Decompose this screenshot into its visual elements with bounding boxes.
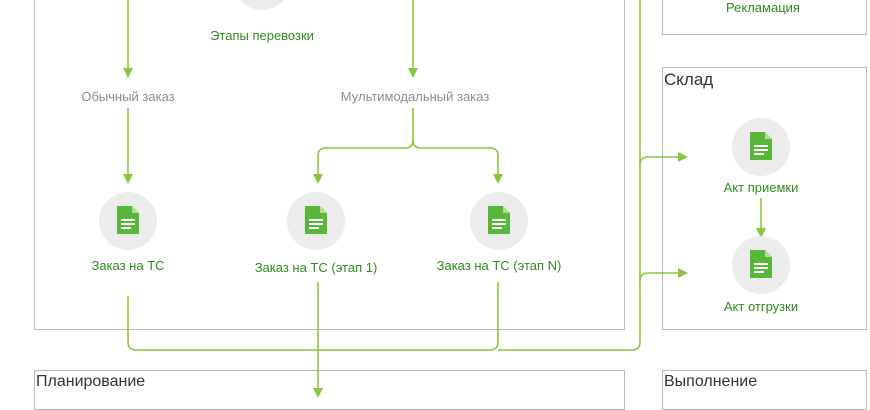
acceptance-act-label: Акт приемки (723, 180, 799, 195)
stages-node-circle[interactable] (233, 0, 291, 10)
acceptance-act-node[interactable] (732, 118, 790, 176)
orders-panel (34, 0, 625, 330)
order-stage1-node[interactable] (287, 192, 345, 250)
shipment-act-node[interactable] (732, 236, 790, 294)
warehouse-panel (662, 67, 867, 330)
document-icon (305, 206, 327, 234)
claims-panel (662, 0, 867, 35)
branch-label-multimodal: Мультимодальный заказ (340, 89, 490, 104)
document-icon (117, 206, 139, 234)
order-stageN-label: Заказ на ТС (этап N) (436, 258, 562, 273)
warehouse-title: Склад (664, 70, 714, 89)
claim-label: Рекламация (726, 0, 800, 15)
branch-label-regular: Обычный заказ (81, 89, 175, 104)
stages-label: Этапы перевозки (210, 28, 314, 43)
document-icon (488, 206, 510, 234)
document-icon (750, 250, 772, 278)
planning-title: Планирование (36, 373, 146, 390)
order-stage1-label: Заказ на ТС (этап 1) (254, 260, 378, 275)
order-simple-label: Заказ на ТС (91, 258, 165, 273)
execution-title: Выполнение (664, 373, 758, 390)
order-stageN-node[interactable] (470, 192, 528, 250)
order-simple-node[interactable] (99, 192, 157, 250)
document-icon (750, 132, 772, 160)
shipment-act-label: Акт отгрузки (723, 299, 799, 314)
